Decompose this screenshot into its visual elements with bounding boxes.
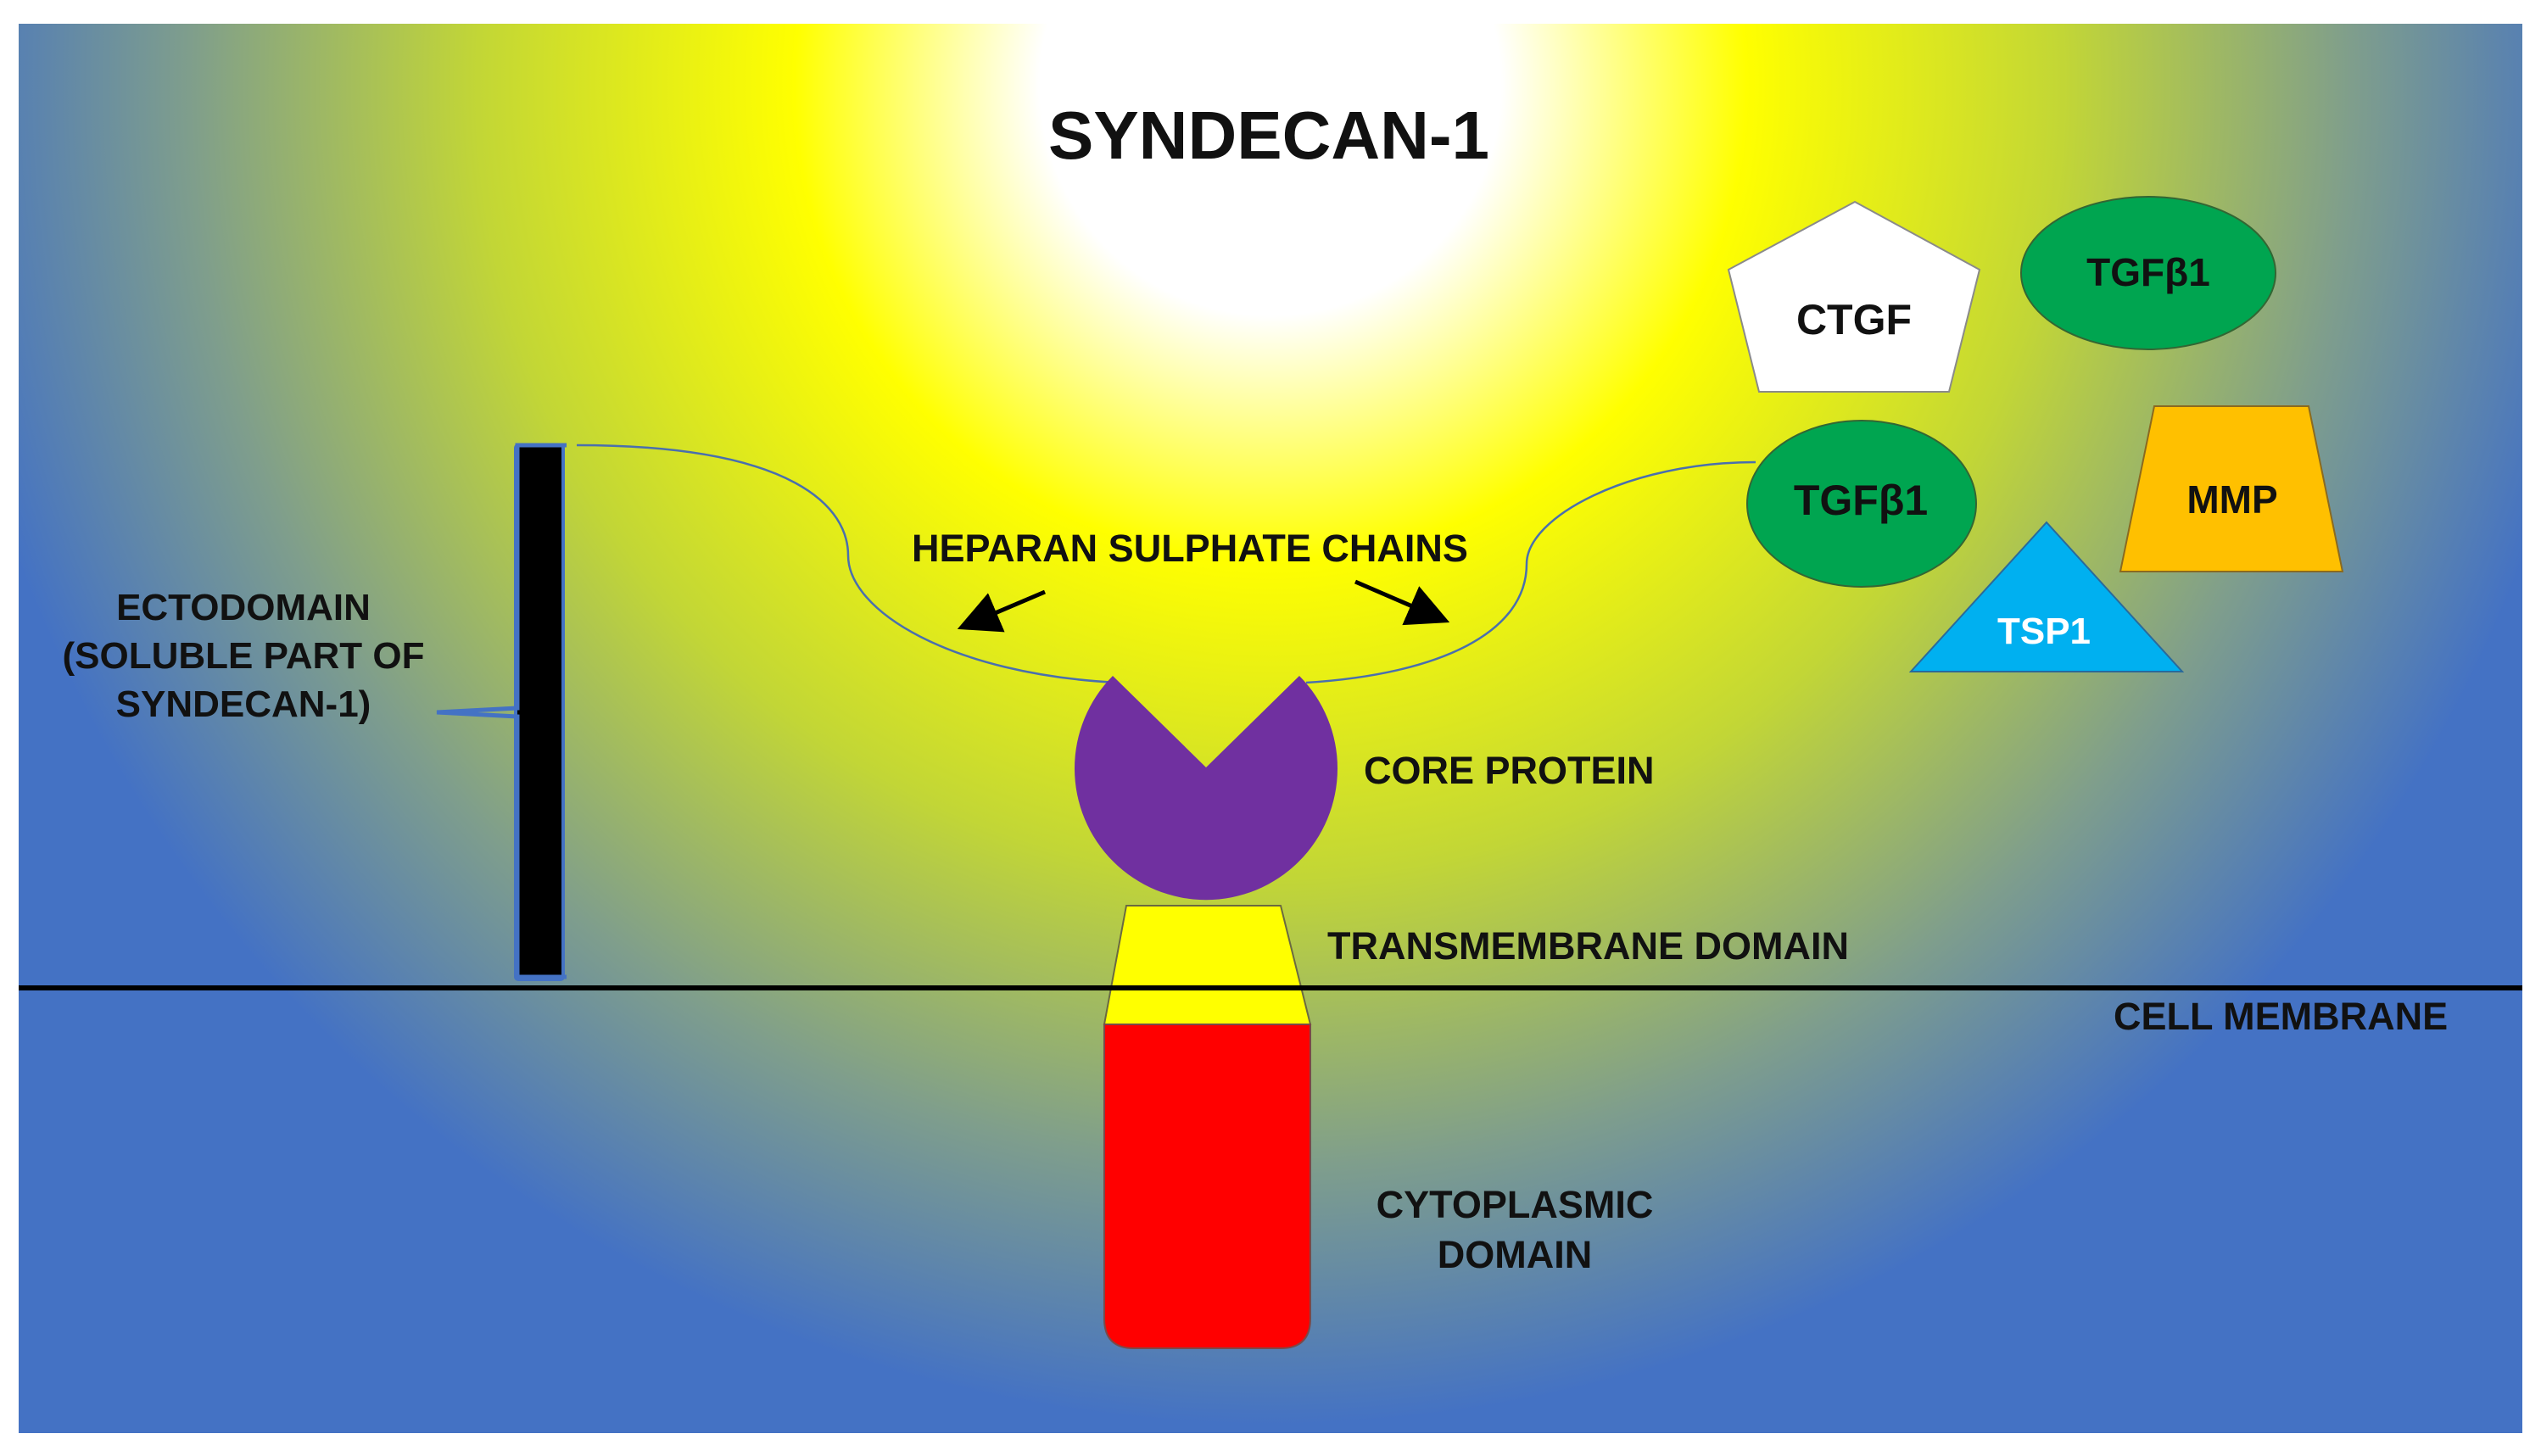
cytoplasmic-domain-shape: [1103, 1024, 1311, 1349]
ctgf-pentagon: [1727, 200, 1981, 393]
ectodomain-bar: [514, 443, 565, 981]
mmp-label: MMP: [2186, 477, 2278, 522]
tgfb1-mid-label: TGFβ1: [1793, 477, 1929, 524]
core-protein-shape: [1075, 676, 1338, 901]
ectodomain-label-line2: (SOLUBLE PART OF: [62, 635, 425, 678]
arrow-left: [957, 589, 1046, 633]
ectodomain-label: ECTODOMAIN (SOLUBLE PART OF SYNDECAN-1): [63, 583, 425, 729]
cytoplasmic-label-line1: CYTOPLASMIC: [1376, 1183, 1654, 1226]
diagram-title: SYNDECAN-1: [1047, 98, 1490, 173]
cytoplasmic-label-line2: DOMAIN: [1437, 1232, 1593, 1276]
cytoplasmic-domain-label: CYTOPLASMIC DOMAIN: [1377, 1180, 1654, 1280]
heparan-chain-left: [576, 443, 1119, 684]
tgfb1-top-ellipse: [2020, 196, 2276, 350]
core-protein-label: CORE PROTEIN: [1364, 749, 1655, 792]
transmembrane-domain-shape: [1103, 905, 1312, 1025]
ectodomain-bracket: [436, 443, 567, 979]
ectodomain-label-line3: SYNDECAN-1): [115, 683, 371, 726]
ctgf-label: CTGF: [1795, 296, 1913, 343]
tsp1-label: TSP1: [1996, 611, 2091, 652]
arrow-right: [1354, 579, 1450, 626]
heparan-chain-right: [1305, 460, 1756, 684]
ectodomain-label-line1: ECTODOMAIN: [116, 587, 371, 628]
cell-membrane-label: CELL MEMBRANE: [2114, 995, 2449, 1038]
tsp1-triangle: [1908, 521, 2185, 672]
mmp-trapezoid: [2119, 405, 2344, 572]
tgfb1-mid-ellipse: [1746, 420, 1977, 588]
transmembrane-domain-label: TRANSMEMBRANE DOMAIN: [1327, 924, 1849, 968]
heparan-chains-label: HEPARAN SULPHATE CHAINS: [912, 527, 1468, 570]
tgfb1-top-label: TGFβ1: [2086, 250, 2210, 294]
